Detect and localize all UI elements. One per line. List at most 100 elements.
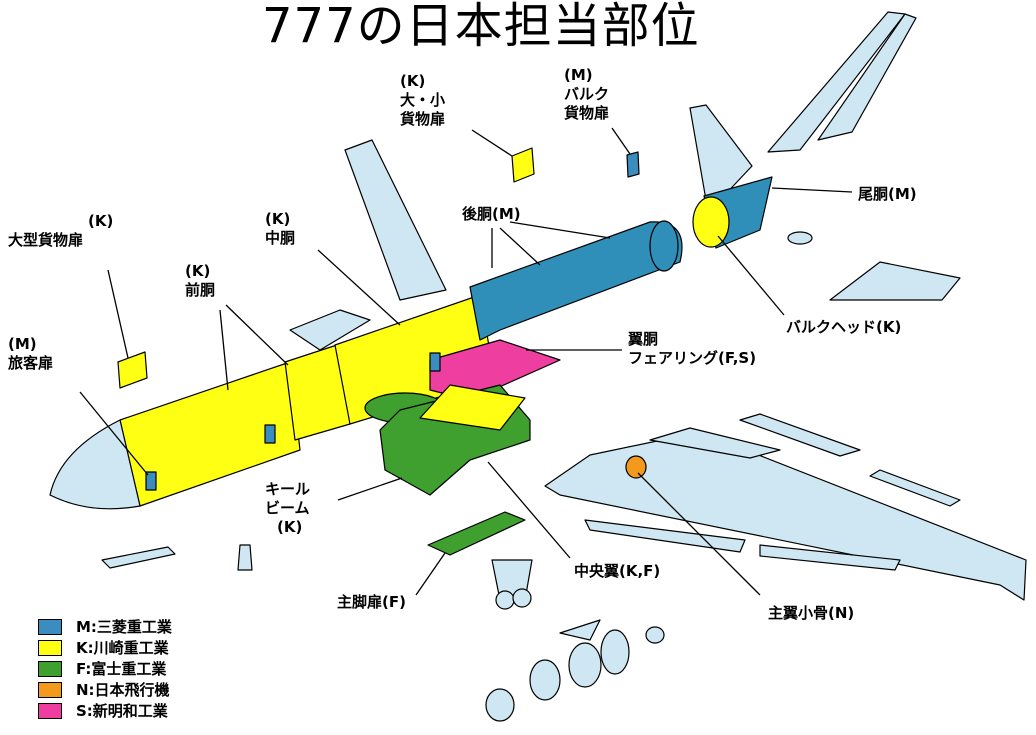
wing-rib-part <box>625 455 647 479</box>
legend-text-s: S:新明和工業 <box>76 702 168 720</box>
legend-swatch-s <box>38 702 62 719</box>
leader-bulkhead <box>717 235 785 316</box>
wing-fairing-line2: フェアリング(F,S) <box>628 349 757 367</box>
leader-tail <box>771 187 853 193</box>
aft-fuselage <box>469 221 683 341</box>
legend-text-f: F:富士重工業 <box>76 660 167 678</box>
door-part-mid <box>264 424 276 444</box>
legend-item: M:三菱重工業 <box>38 617 172 636</box>
engine-cowl-1 <box>559 619 601 641</box>
legend: M:三菱重工業 K:川崎重工業 F:富士重工業 N:日本飛行機 S:新明和工業 <box>38 617 172 722</box>
leader-keel <box>337 477 403 501</box>
label-aft-fuselage: 後胴(M) <box>462 205 521 223</box>
leader-center-wing <box>487 461 571 559</box>
landing-gear-wheel-1 <box>495 590 515 610</box>
loose-panel-gear <box>237 544 253 571</box>
label-bulk-cargo-door: (M) バルク 貨物扉 <box>564 66 609 123</box>
engine-nozzle <box>645 626 665 644</box>
label-center-wing: 中央翼(K,F) <box>574 562 661 580</box>
vertical-fin <box>344 139 447 301</box>
legend-item: S:新明和工業 <box>38 701 172 720</box>
legend-text-n: N:日本飛行機 <box>76 681 170 699</box>
passenger-door-name: 旅客扉 <box>8 354 54 372</box>
legend-item: K:川崎重工業 <box>38 638 172 657</box>
leader-forward-1 <box>219 309 229 391</box>
leader-passenger <box>79 391 149 476</box>
mid-fuselage-name: 中胴 <box>265 229 296 247</box>
loose-panel-left <box>101 546 176 569</box>
keel-beam-line2: ビーム <box>265 499 310 517</box>
label-large-cargo-door: (K) 大型貨物扉 <box>8 212 113 250</box>
horizontal-stabilizer <box>829 261 961 301</box>
leader-gear-door <box>415 552 446 596</box>
engine-fan-3 <box>529 659 561 701</box>
leader-aft-2 <box>499 227 541 266</box>
label-wing-fairing: 翼胴 フェアリング(F,S) <box>628 330 756 368</box>
large-cargo-door-code: (K) <box>88 212 114 230</box>
legend-swatch-f <box>38 660 62 677</box>
large-cargo-door-part <box>117 351 148 389</box>
keel-beam-line1: キール <box>265 480 311 498</box>
door-part-aft <box>429 352 441 372</box>
mid-fuselage-code: (K) <box>265 210 291 228</box>
legend-item: F:富士重工業 <box>38 659 172 678</box>
left-wing-root <box>289 309 371 351</box>
small-cargo-door-code: (K) <box>400 72 426 90</box>
page-title: 777の日本担当部位 <box>262 0 700 54</box>
wing-flap-2 <box>759 544 901 571</box>
legend-swatch-k <box>38 639 62 656</box>
legend-text-k: K:川崎重工業 <box>76 639 169 657</box>
keel-beam-code: (K) <box>277 518 303 536</box>
bulk-cargo-door-line1: バルク <box>564 85 610 103</box>
legend-swatch-m <box>38 618 62 635</box>
legend-item: N:日本飛行機 <box>38 680 172 699</box>
bulk-cargo-door-code: (M) <box>564 66 593 84</box>
label-keel-beam: キール ビーム (K) <box>265 480 310 537</box>
label-passenger-door: (M) 旅客扉 <box>8 335 53 373</box>
apu-part <box>787 231 813 245</box>
leader-wing-rib <box>637 472 761 596</box>
forward-fuselage-code: (K) <box>185 262 211 280</box>
engine-core <box>485 688 515 722</box>
label-main-gear-door: 主脚扉(F) <box>337 593 406 611</box>
small-cargo-door-part <box>511 147 535 183</box>
loose-rudder <box>817 13 917 141</box>
label-bulkhead: バルクヘッド(K) <box>786 318 902 336</box>
leader-mid-fuselage <box>317 249 401 326</box>
passenger-door-part <box>145 471 157 491</box>
label-tail-fuselage: 尾胴(M) <box>858 185 917 203</box>
wing-fairing <box>429 339 561 401</box>
passenger-door-code: (M) <box>8 335 37 353</box>
engine-fan-1 <box>568 642 602 688</box>
large-cargo-door-name: 大型貨物扉 <box>8 231 84 249</box>
wing-slat-1 <box>649 427 781 459</box>
wing-slat-3 <box>869 469 961 507</box>
label-small-cargo-door: (K) 大・小 貨物扉 <box>400 72 445 129</box>
tail-fin <box>689 104 753 201</box>
legend-swatch-n <box>38 681 62 698</box>
aft-fuselage-end <box>649 220 679 272</box>
bulk-cargo-door-line2: 貨物扉 <box>564 104 610 122</box>
loose-vertical-fin <box>767 11 906 153</box>
forward-fuselage-name: 前胴 <box>185 281 216 299</box>
label-mid-fuselage: (K) 中胴 <box>265 210 295 248</box>
landing-gear-wheel-2 <box>512 588 532 608</box>
wing-flap-1 <box>584 519 746 553</box>
leader-small-cargo <box>471 129 513 157</box>
leader-large-cargo <box>107 269 129 359</box>
bulk-cargo-door-part <box>626 151 640 178</box>
engine-fan-2 <box>600 629 630 675</box>
wing-slat-2 <box>739 413 861 457</box>
leader-aft-3 <box>509 221 611 239</box>
center-wing-top <box>419 384 526 431</box>
nose-section <box>49 419 141 510</box>
leader-forward-2 <box>225 304 289 366</box>
legend-text-m: M:三菱重工業 <box>76 618 172 636</box>
bulkhead-ring <box>692 196 730 248</box>
label-forward-fuselage: (K) 前胴 <box>185 262 215 300</box>
wing-fairing-line1: 翼胴 <box>628 330 659 348</box>
small-cargo-door-line2: 貨物扉 <box>400 110 446 128</box>
main-gear-door-part <box>427 511 526 556</box>
leader-bulk-cargo <box>611 127 631 155</box>
